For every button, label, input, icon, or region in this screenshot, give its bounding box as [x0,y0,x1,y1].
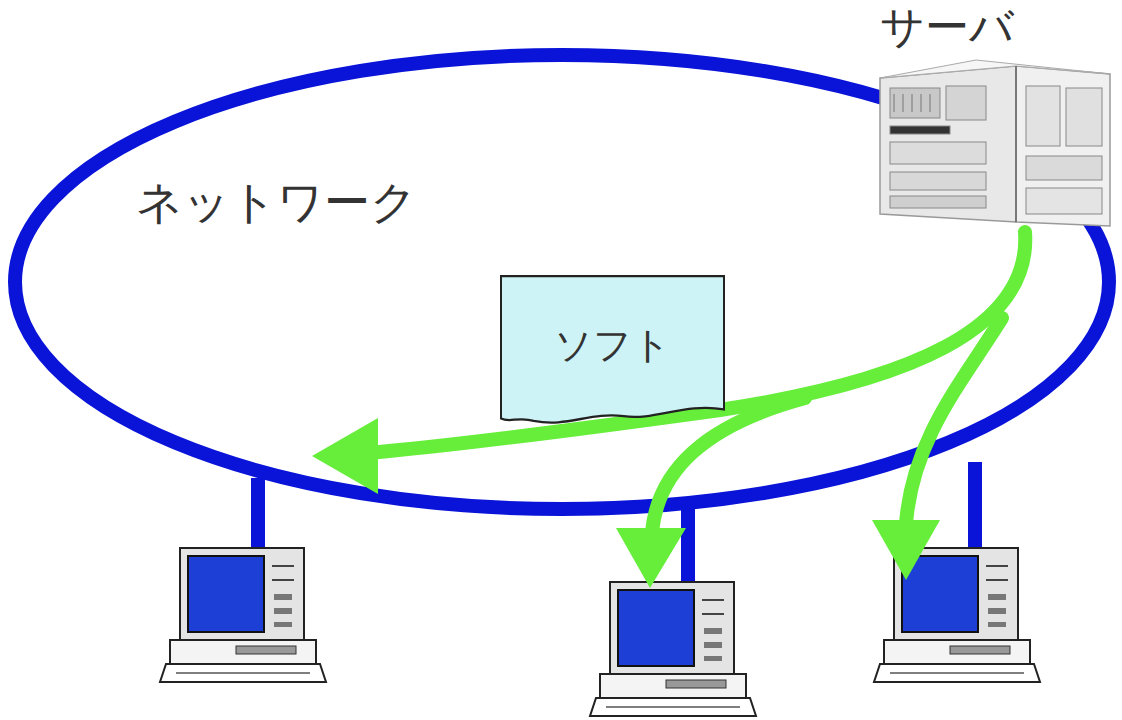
arrow-head [312,418,940,588]
software-package: ソフト [500,275,725,430]
client-pc [590,582,756,716]
client-pc [874,548,1040,682]
network-ring-label: ネットワーク [136,176,417,229]
server-label: サーバ [880,2,1014,53]
client-pc [160,548,326,682]
software-package-label: ソフト [554,324,671,368]
server: サーバ [866,0,1118,232]
distribution-arrow [368,232,1025,532]
